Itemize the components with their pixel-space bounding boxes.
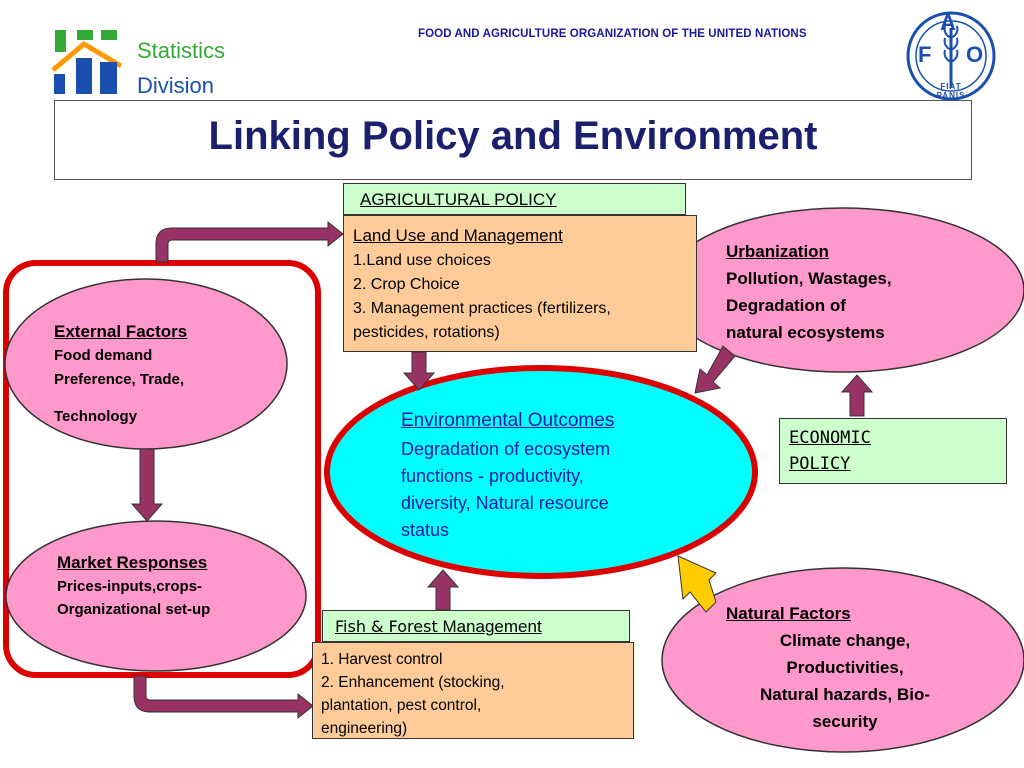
arrow-to-fish-forest — [133, 675, 314, 720]
env-outcomes-heading: Environmental Outcomes — [401, 410, 615, 431]
fao-letter-a: A — [940, 10, 956, 35]
natural-factors-line-3: Natural hazards, Bio- — [759, 685, 931, 704]
fish-forest-line-1: 1. Harvest control — [321, 651, 443, 668]
arrow-land-use-to-outcomes — [402, 351, 436, 391]
arrow-economic-to-urbanization — [840, 374, 874, 417]
arrow-fish-to-outcomes — [426, 569, 460, 611]
arrows — [130, 220, 874, 720]
external-factors-line-2: Preference, Trade, — [54, 371, 185, 388]
urbanization-line-3: natural ecosystems — [726, 323, 885, 342]
external-factors-line-1: Food demand — [54, 347, 153, 364]
land-use-line-2: 2. Crop Choice — [353, 276, 460, 293]
market-responses-bubble — [5, 520, 307, 672]
natural-factors-line-1: Climate change, — [779, 631, 911, 650]
fish-forest-line-3: plantation, pest control, — [321, 697, 482, 714]
fish-forest-label-a: Fish & Forest — [335, 617, 438, 636]
fish-forest-header-box: Fish & Forest Management — [322, 610, 630, 642]
agricultural-policy-box: AGRICULTURAL POLICY — [343, 183, 686, 215]
urbanization-heading: Urbanization — [726, 242, 829, 261]
natural-factors-heading: Natural Factors — [726, 604, 851, 623]
urbanization-line-2: Degradation of — [726, 296, 846, 315]
economic-policy-line-2: POLICY — [789, 454, 851, 474]
natural-factors-line-2: Productivities, — [786, 658, 904, 677]
external-factors-line-3: Technology — [54, 408, 138, 425]
urbanization-line-1: Pollution, Wastages, — [726, 269, 892, 288]
environmental-outcomes-bubble — [324, 365, 758, 579]
fish-forest-label: Fish & Forest Management — [335, 615, 542, 639]
fao-motto: FIAT PANIS — [936, 82, 966, 100]
fao-letter-o: O — [966, 42, 984, 67]
market-responses-heading: Market Responses — [57, 553, 208, 572]
fish-forest-label-b: Management — [437, 617, 542, 636]
arrow-to-land-use — [155, 220, 344, 263]
land-use-heading: Land Use and Management — [353, 226, 563, 245]
env-outcomes-line-1: Degradation of ecosystem — [401, 439, 611, 459]
title-box: Linking Policy and Environment — [54, 100, 972, 180]
land-use-line-1: 1.Land use choices — [353, 252, 491, 269]
statistics-logo-icon — [51, 30, 123, 94]
economic-policy-box: ECONOMIC POLICY — [779, 418, 1007, 484]
division-name-line1: Statistics — [137, 38, 226, 63]
page-title: Linking Policy and Environment — [208, 114, 818, 158]
env-outcomes-line-3: diversity, Natural resource — [401, 493, 609, 513]
economic-policy-line-1: ECONOMIC — [789, 428, 871, 448]
fish-forest-line-2: 2. Enhancement (stocking, — [321, 674, 505, 691]
fao-letter-f: F — [918, 42, 932, 67]
natural-factors-bubble — [661, 567, 1024, 753]
market-responses-line-2: Organizational set-up — [57, 601, 211, 618]
env-outcomes-line-4: status — [401, 520, 450, 540]
fish-forest-box: 1. Harvest control 2. Enhancement (stock… — [312, 642, 634, 739]
land-use-line-3: 3. Management practices (fertilizers, — [353, 300, 611, 317]
fao-emblem-icon — [906, 11, 996, 101]
arrow-urbanization-to-outcomes — [694, 345, 736, 394]
land-use-line-4: pesticides, rotations) — [353, 324, 500, 341]
division-name-line2: Division — [137, 73, 215, 98]
env-outcomes-line-2: functions - productivity, — [401, 466, 584, 486]
market-responses-line-1: Prices-inputs,crops- — [57, 578, 203, 595]
external-group-outline — [3, 260, 321, 678]
agricultural-policy-label: AGRICULTURAL POLICY — [360, 190, 557, 209]
natural-factors-line-4: security — [812, 712, 878, 731]
fish-forest-line-4: engineering) — [321, 720, 408, 737]
arrow-natural-to-outcomes — [677, 555, 717, 613]
external-factors-heading: External Factors — [54, 322, 188, 341]
arrow-external-to-market — [130, 448, 164, 522]
organization-name: FOOD AND AGRICULTURE ORGANIZATION OF THE… — [418, 28, 807, 40]
land-use-box: Land Use and Management 1.Land use choic… — [343, 215, 697, 352]
